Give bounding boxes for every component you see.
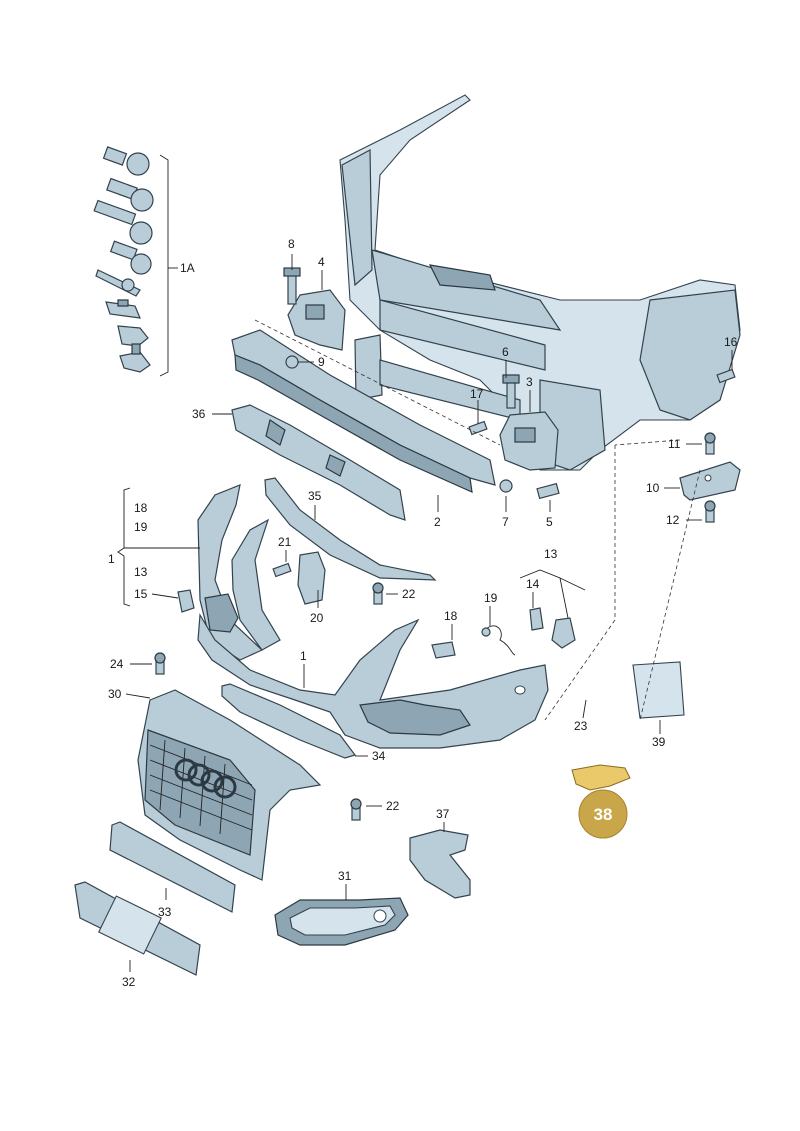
nut-icon	[285, 355, 299, 369]
label-1-center: 1	[300, 649, 307, 663]
label-21: 21	[278, 535, 292, 549]
label-8: 8	[288, 237, 295, 251]
alignment-lines	[254, 319, 701, 721]
screw-icon	[716, 368, 736, 384]
bolt-icon	[502, 374, 520, 409]
label-22-top: 22	[402, 587, 416, 601]
label-33: 33	[158, 905, 172, 919]
label-23: 23	[574, 719, 588, 733]
bolt-icon	[106, 177, 154, 212]
bracket-icon	[571, 764, 631, 791]
label-7: 7	[502, 515, 509, 529]
bracket-20	[297, 551, 326, 605]
front-body-structure	[339, 94, 741, 471]
part-labels: 1A 8 4 9 36 2 6 3 17 7 5 16 11 10 12 18 …	[108, 237, 738, 989]
fog-light-grille-31	[274, 897, 409, 946]
expansion-nut-icon	[117, 325, 149, 347]
label-9: 9	[318, 355, 325, 369]
label-1-left: 1	[108, 552, 115, 566]
label-18-right: 18	[444, 609, 458, 623]
label-2: 2	[434, 515, 441, 529]
label-13-right: 13	[544, 547, 558, 561]
label-4: 4	[318, 255, 325, 269]
mounting-bracket-4	[287, 289, 346, 351]
push-rivet-icon	[119, 343, 151, 373]
label-1a: 1A	[180, 261, 195, 275]
label-10: 10	[646, 481, 660, 495]
screw-icon	[704, 500, 716, 523]
nut-icon	[499, 479, 513, 493]
wiring-harness-19	[481, 625, 516, 656]
label-12: 12	[666, 513, 680, 527]
energy-absorber-36	[231, 404, 406, 521]
label-20: 20	[310, 611, 324, 625]
label-15: 15	[134, 587, 148, 601]
bolt-icon	[93, 199, 153, 245]
part-badge-38-label: 38	[594, 805, 613, 824]
bracket-13	[551, 617, 576, 649]
label-14: 14	[526, 577, 540, 591]
label-17: 17	[470, 387, 484, 401]
cover-cap-18	[431, 641, 456, 659]
bolt-icon	[109, 240, 152, 275]
screw-icon	[704, 432, 716, 455]
label-37: 37	[436, 807, 450, 821]
label-36: 36	[192, 407, 206, 421]
screw-icon	[350, 798, 362, 821]
parts-bag-39	[632, 661, 685, 719]
rings-emblem-icon	[174, 758, 237, 799]
highlighted-part-38: 38	[571, 764, 631, 839]
label-5: 5	[546, 515, 553, 529]
screw-icon	[95, 269, 141, 297]
bolt-icon	[102, 146, 150, 176]
part-badge-38	[578, 789, 628, 839]
leader-lines	[117, 254, 733, 972]
bumper-carrier-2	[231, 329, 496, 493]
label-34: 34	[372, 749, 386, 763]
lower-trim-34	[221, 683, 356, 759]
bracket-37	[409, 829, 471, 899]
label-19-right: 19	[484, 591, 498, 605]
label-30: 30	[108, 687, 122, 701]
clip-icon	[105, 299, 141, 319]
label-6: 6	[502, 345, 509, 359]
radiator-grille-30	[137, 689, 322, 881]
screw-icon	[272, 562, 292, 578]
label-11: 11	[668, 437, 681, 451]
upper-trim-35	[264, 477, 437, 581]
label-22-bottom: 22	[386, 799, 400, 813]
label-13-left: 13	[134, 565, 148, 579]
fastener-kit-1a	[93, 146, 178, 377]
label-31: 31	[338, 869, 352, 883]
label-19-left: 19	[134, 520, 148, 534]
guide-bracket-10	[679, 461, 741, 501]
mounting-bracket-3	[499, 411, 559, 471]
label-32: 32	[122, 975, 136, 989]
bracket-14	[529, 607, 544, 631]
screw-icon	[372, 582, 384, 605]
license-bracket-32	[74, 881, 201, 976]
lower-grille-33	[109, 821, 236, 913]
label-35: 35	[308, 489, 322, 503]
label-18-left: 18	[134, 501, 148, 515]
bolt-icon	[536, 482, 560, 500]
bumper-cover-1	[197, 613, 549, 749]
label-16: 16	[724, 335, 738, 349]
label-24: 24	[110, 657, 124, 671]
label-3: 3	[526, 375, 533, 389]
screw-icon	[154, 652, 166, 675]
cover-cap-15	[177, 589, 195, 613]
label-39: 39	[652, 735, 666, 749]
